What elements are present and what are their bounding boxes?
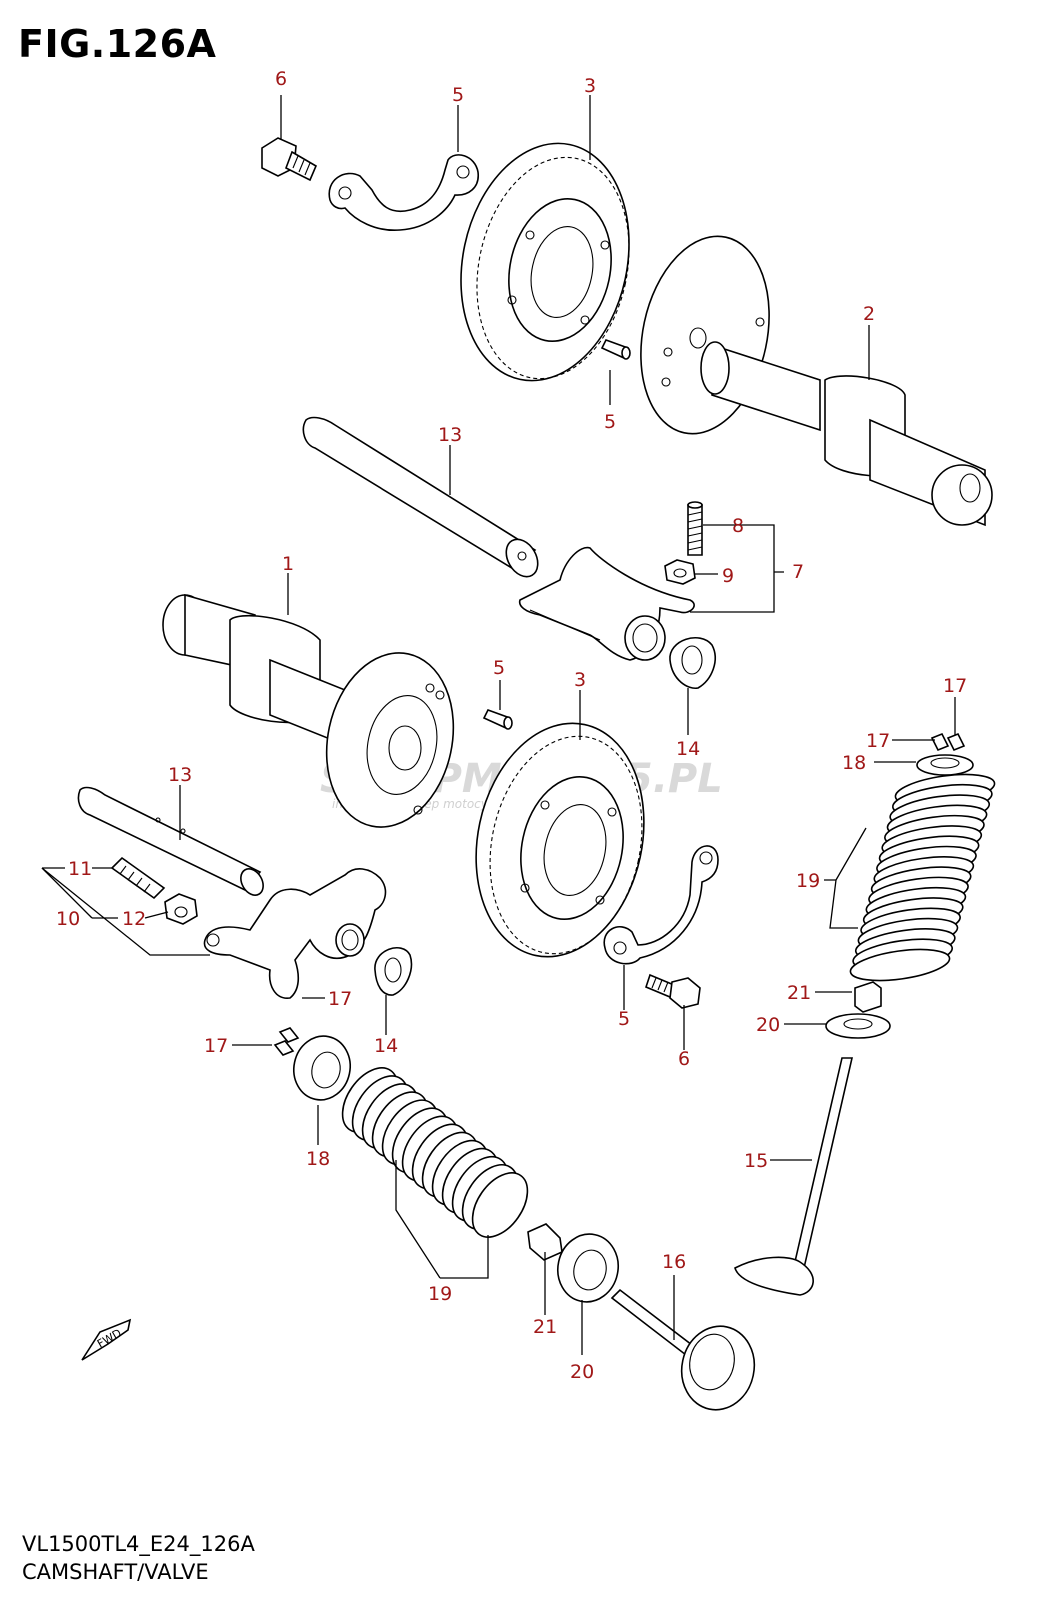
callout-3-lower: 3	[574, 669, 586, 691]
part-adjust-screw-lower	[110, 856, 166, 900]
part-adjust-screw-top	[687, 501, 703, 556]
callout-3-top: 3	[584, 75, 596, 97]
part-bracket-lower	[603, 845, 719, 965]
callout-2: 2	[863, 303, 875, 325]
callout-16: 16	[662, 1251, 686, 1273]
part-dowel-pin-lower	[482, 709, 513, 730]
spring-coil	[849, 948, 951, 982]
callout-17-d: 17	[204, 1035, 228, 1057]
callout-5-lower: 5	[493, 657, 505, 679]
part-spring-seat-upper	[825, 1013, 891, 1039]
callout-4-lower: 5	[618, 1008, 630, 1030]
part-camshaft-lower	[162, 593, 455, 828]
part-stem-seal-upper	[854, 981, 882, 1013]
part-dowel-pin-top	[600, 339, 631, 360]
callout-1: 1	[282, 553, 294, 575]
callout-19-lower: 19	[428, 1283, 452, 1305]
part-spring-retainer-upper	[916, 754, 974, 776]
callout-18-lower: 18	[306, 1148, 330, 1170]
part-spring-retainer-lower	[293, 1035, 351, 1101]
callout-14-top: 14	[676, 738, 700, 760]
spring-coil	[471, 1172, 529, 1238]
part-valve-lower	[610, 1288, 756, 1411]
model-code: VL1500TL4_E24_126A	[22, 1532, 255, 1556]
callout-18-upper: 18	[842, 752, 866, 774]
section-name: CAMSHAFT/VALVE	[22, 1560, 209, 1584]
callout-labels: 6 5 3 5 2 13 8 9 7 1 14 5 3 13 11 10 12 …	[56, 68, 967, 1383]
forward-direction-marker: FWD	[81, 1318, 132, 1361]
part-valve-upper	[734, 1057, 854, 1296]
callout-10: 10	[56, 908, 80, 930]
part-cotters-upper	[930, 732, 966, 752]
figure-title: FIG.126A	[18, 22, 217, 66]
callout-17-a: 17	[943, 675, 967, 697]
leader-lines	[41, 95, 956, 1355]
callout-21-upper: 21	[787, 982, 811, 1004]
callout-17-c: 17	[328, 988, 352, 1010]
callout-20-lower: 20	[570, 1361, 594, 1383]
part-shim-lower	[374, 946, 413, 996]
part-spring-seat-lower	[557, 1233, 619, 1303]
part-shim-top	[669, 636, 716, 689]
callout-6-top: 6	[275, 68, 287, 90]
part-valve-springs-lower	[341, 1067, 529, 1238]
callout-4-top: 5	[452, 84, 464, 106]
callout-9: 9	[722, 565, 734, 587]
callout-13-lower: 13	[168, 764, 192, 786]
callout-6-lower: 6	[678, 1048, 690, 1070]
part-rocker-shaft-lower	[77, 786, 264, 896]
callout-8: 8	[732, 515, 744, 537]
callout-7: 7	[792, 561, 804, 583]
callout-21-lower: 21	[533, 1316, 557, 1338]
callout-17-b: 17	[866, 730, 890, 752]
part-gear-lower	[475, 722, 645, 958]
part-bolt-lower	[645, 973, 701, 1009]
part-rocker-arm-lower	[203, 868, 387, 999]
part-bracket-top	[328, 154, 479, 231]
callout-11: 11	[68, 858, 92, 880]
part-camshaft-top	[640, 235, 993, 527]
callout-12: 12	[122, 908, 146, 930]
callout-13-top: 13	[438, 424, 462, 446]
part-bolt-top	[261, 137, 318, 182]
part-rocker-arm-top	[518, 546, 695, 661]
part-valve-springs-upper	[849, 773, 996, 982]
callout-5-top: 5	[604, 411, 616, 433]
part-gear-top	[460, 142, 630, 382]
callout-15: 15	[744, 1150, 768, 1172]
callout-20-upper: 20	[756, 1014, 780, 1036]
callout-14-lower: 14	[374, 1035, 398, 1057]
part-cotters-lower	[273, 1027, 300, 1056]
callout-19-upper: 19	[796, 870, 820, 892]
part-rocker-shaft-top	[302, 416, 539, 578]
part-lock-nut-top	[664, 559, 696, 585]
part-lock-nut-lower	[164, 893, 198, 925]
